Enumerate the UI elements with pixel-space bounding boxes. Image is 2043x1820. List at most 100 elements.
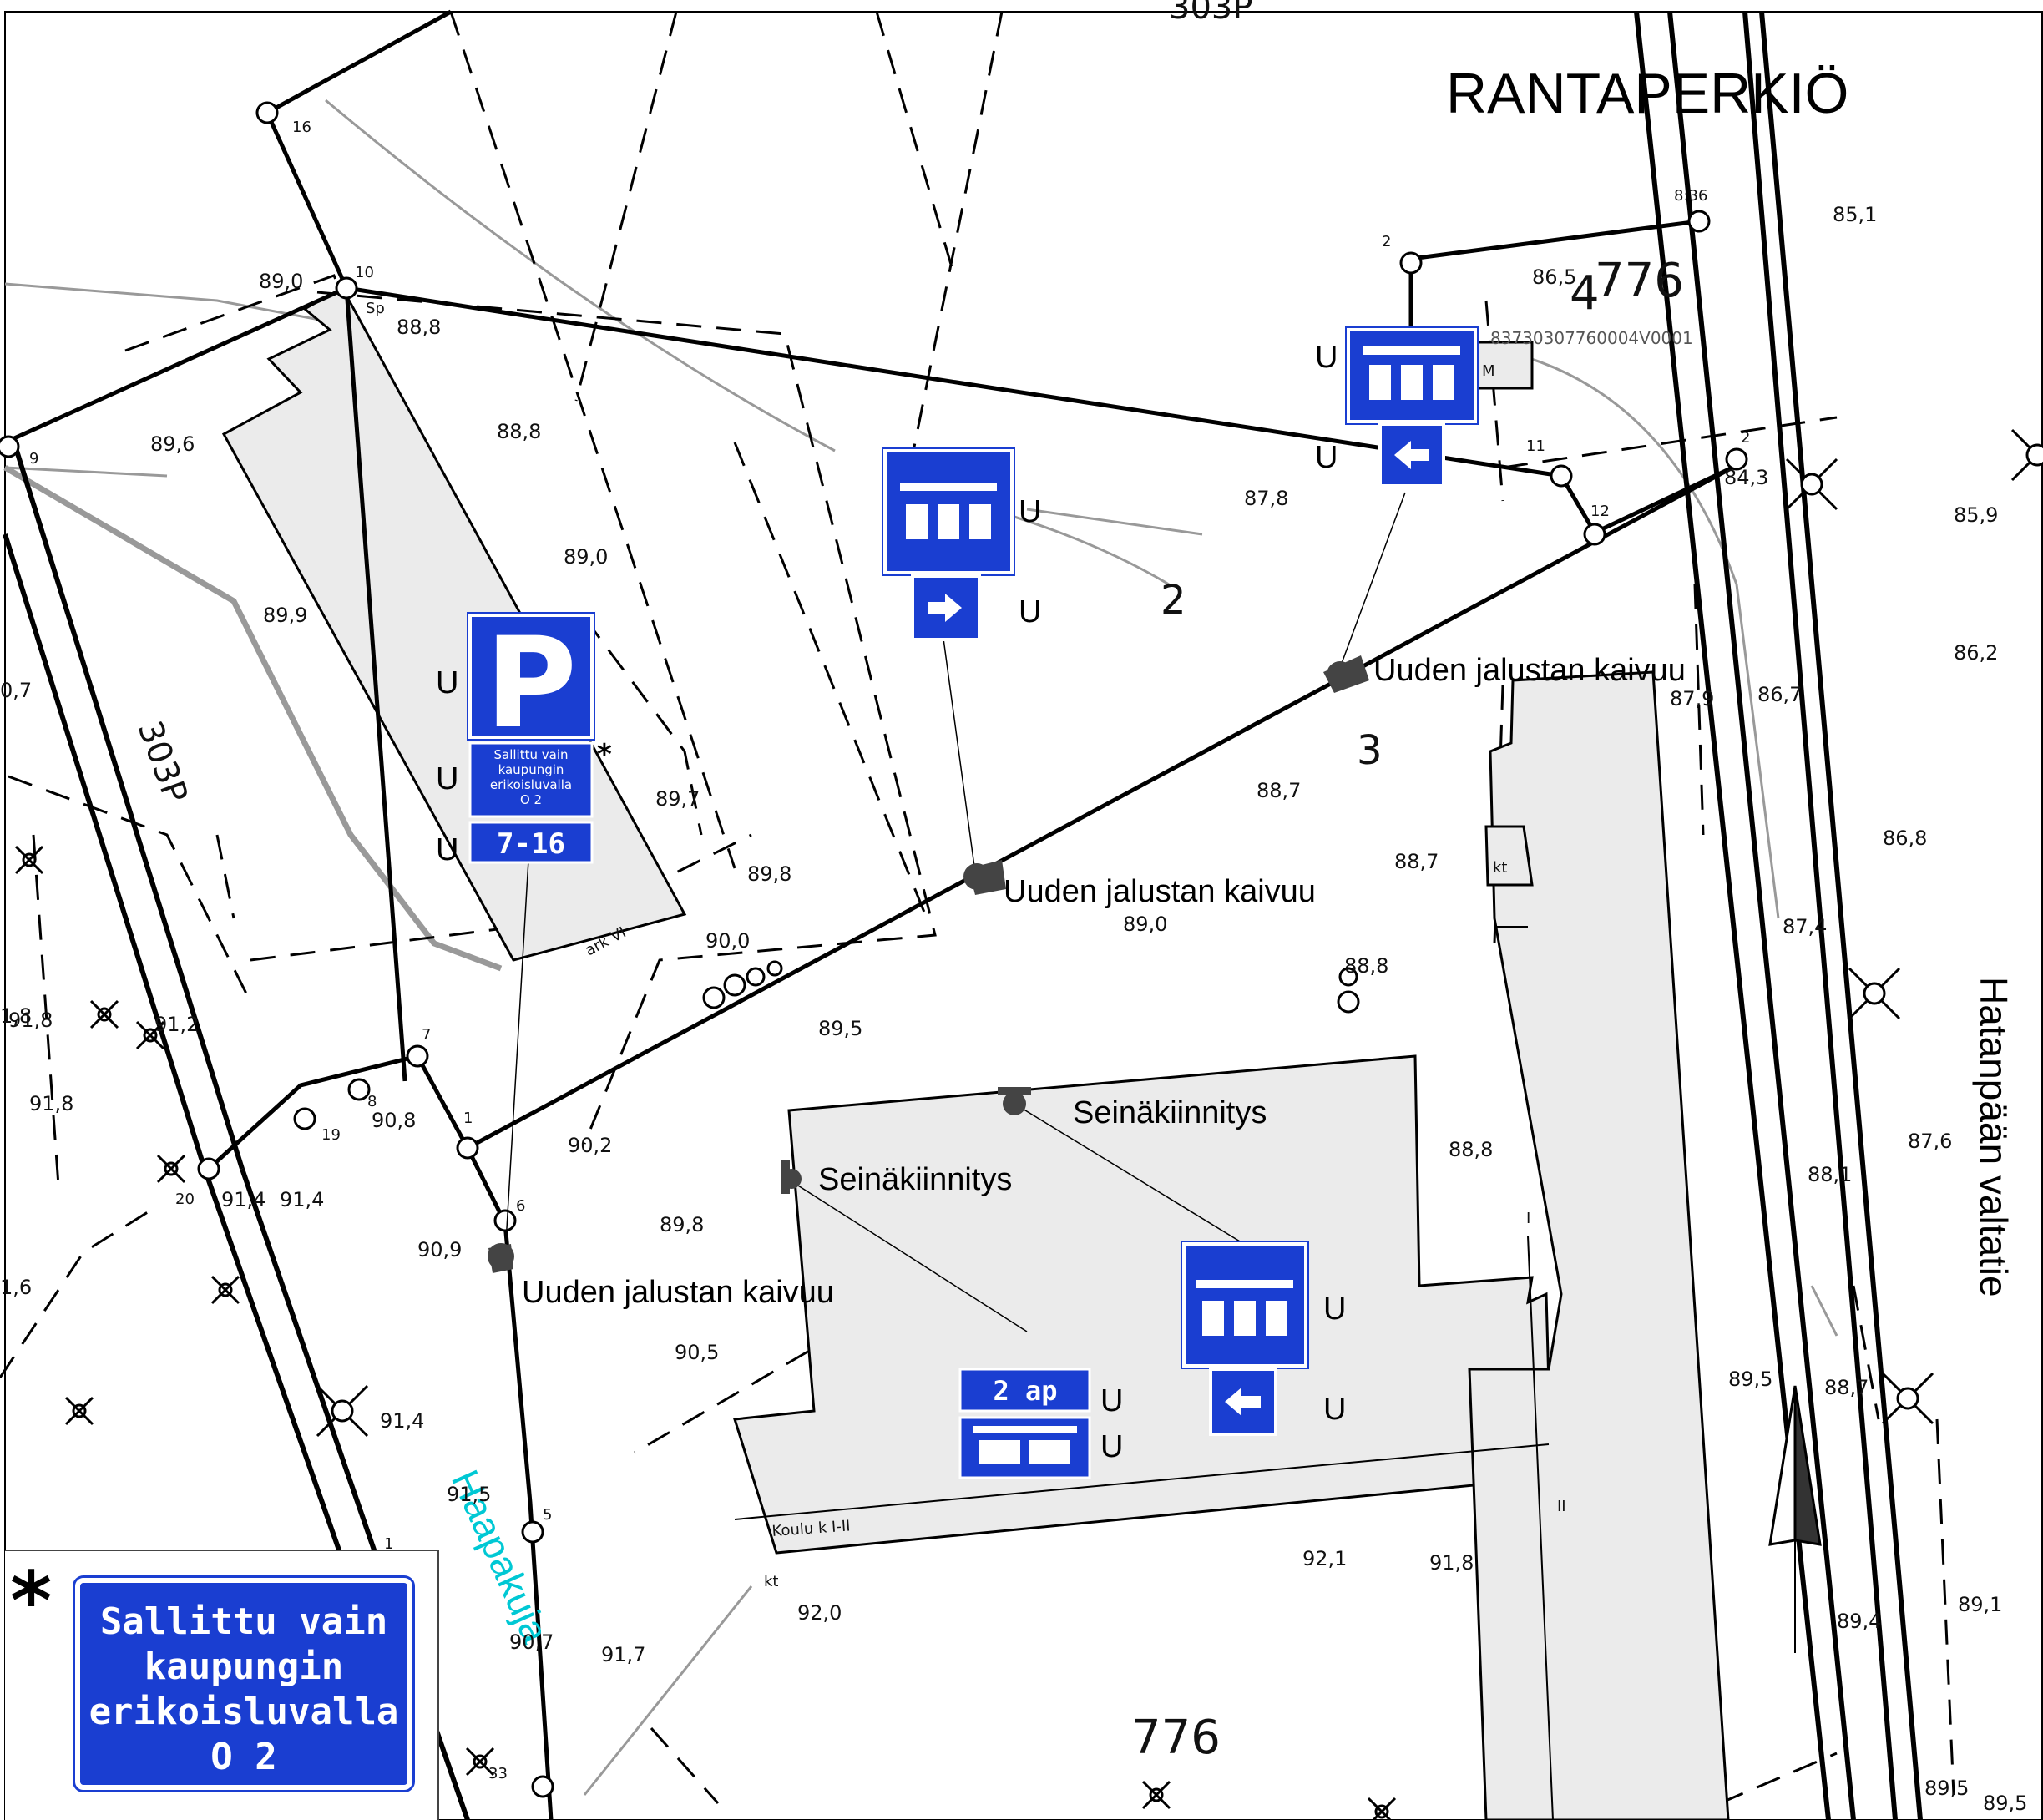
svg-text:1: 1	[463, 1110, 473, 1127]
svg-text:10: 10	[355, 264, 374, 281]
svg-text:12: 12	[1590, 503, 1610, 520]
svg-text:86,2: 86,2	[1954, 641, 1998, 665]
svg-text:88,7: 88,7	[1394, 850, 1439, 873]
bus-stop-sign-icon	[958, 1416, 1091, 1479]
annotations: Uuden jalustan kaivuu Uuden jalustan kai…	[522, 653, 1686, 1310]
plot-number: 3	[1357, 727, 1383, 774]
parking-count-sign: 2 ap	[958, 1368, 1091, 1413]
svg-text:U: U	[436, 832, 458, 867]
svg-text:7: 7	[422, 1026, 431, 1044]
map-frame	[4, 11, 2043, 1820]
svg-text:86,5: 86,5	[1532, 265, 1576, 289]
svg-text:91,2: 91,2	[154, 1013, 199, 1036]
svg-text:U: U	[1100, 1383, 1123, 1418]
svg-text:kt: kt	[764, 1573, 778, 1590]
svg-text:16: 16	[292, 119, 311, 136]
svg-text:kaupungin: kaupungin	[498, 762, 564, 777]
svg-text:8:36: 8:36	[1674, 187, 1707, 205]
parking-sub-sign: Sallittu vain kaupungin erikoisluvalla O…	[468, 741, 594, 818]
asterisk-mark: *	[597, 738, 612, 771]
plot-number: 4	[1570, 266, 1600, 321]
svg-text:91,5: 91,5	[447, 1483, 491, 1506]
legend-line: O 2	[210, 1736, 277, 1778]
property-id: 83730307760004V0001	[1490, 328, 1693, 348]
svg-text:87,8: 87,8	[1244, 487, 1288, 510]
legend-asterisk: *	[10, 1555, 53, 1648]
svg-text:1: 1	[384, 1535, 393, 1553]
svg-text:8: 8	[367, 1093, 377, 1110]
street-label-hatanpaan: Hatanpään valtatie	[1972, 977, 2015, 1297]
svg-text:6: 6	[516, 1197, 525, 1215]
svg-text:91,7: 91,7	[601, 1643, 645, 1666]
svg-text:90,8: 90,8	[372, 1109, 416, 1132]
u-symbols: U U U U U U U U U U U	[436, 340, 1346, 1464]
svg-text:U: U	[436, 665, 458, 700]
svg-text:U: U	[1315, 340, 1338, 375]
svg-text:90,0: 90,0	[705, 929, 750, 953]
svg-text:89,4: 89,4	[1837, 1610, 1881, 1633]
legend-line: erikoisluvalla	[88, 1691, 399, 1733]
svg-text:91,8: 91,8	[8, 1009, 53, 1032]
svg-text:89,5: 89,5	[818, 1017, 862, 1040]
svg-text:U: U	[1100, 1429, 1123, 1464]
annotation-excavation: Uuden jalustan kaivuu	[1004, 874, 1316, 909]
svg-text:Sp: Sp	[366, 300, 385, 317]
svg-text:90,2: 90,2	[568, 1134, 612, 1157]
svg-text:2: 2	[1741, 429, 1750, 447]
bus-stop-sign-icon	[1345, 326, 1479, 425]
svg-text:89,0: 89,0	[564, 545, 608, 569]
svg-text:87,9: 87,9	[1670, 687, 1714, 710]
svg-text:88,8: 88,8	[397, 316, 441, 339]
svg-text:U: U	[1323, 1292, 1346, 1327]
block-number: 776	[1131, 1711, 1221, 1765]
svg-text:7-16: 7-16	[497, 827, 565, 861]
arrow-left-icon	[1378, 422, 1445, 488]
building-details	[734, 926, 1554, 1820]
svg-text:87,6: 87,6	[1908, 1130, 1952, 1153]
svg-text:0,7: 0,7	[0, 679, 32, 702]
svg-text:89,6: 89,6	[150, 432, 195, 456]
road-code-top: 303P	[1169, 0, 1252, 27]
legend-sign: Sallittu vain kaupungin erikoisluvalla O…	[73, 1575, 415, 1792]
svg-text:89,0: 89,0	[1123, 913, 1167, 936]
svg-text:kt: kt	[1493, 859, 1507, 877]
svg-text:2: 2	[1382, 233, 1391, 250]
svg-text:90,7: 90,7	[509, 1630, 554, 1654]
thick-contour	[3, 464, 503, 972]
svg-text:88,8: 88,8	[1344, 954, 1388, 978]
svg-text:89,9: 89,9	[263, 604, 307, 627]
legend-line: kaupungin	[144, 1646, 344, 1688]
svg-text:88,8: 88,8	[1449, 1138, 1493, 1161]
svg-text:9: 9	[29, 450, 38, 468]
svg-text:O 2: O 2	[520, 792, 542, 807]
svg-text:90,5: 90,5	[675, 1341, 719, 1364]
svg-text:erikoisluvalla: erikoisluvalla	[490, 777, 572, 792]
leader-lines	[504, 492, 1406, 1332]
svg-text:P: P	[485, 611, 577, 756]
svg-text:91,8: 91,8	[1429, 1551, 1474, 1575]
svg-text:U: U	[436, 761, 458, 796]
svg-text:92,0: 92,0	[797, 1601, 842, 1625]
svg-text:33: 33	[488, 1765, 508, 1782]
svg-text:89,5: 89,5	[1983, 1792, 2027, 1815]
elevations: 89,0 88,8 89,6 88,8 89,0 89,9 89,7 89,8 …	[0, 203, 2027, 1815]
district-label: RANTAPERKIÖ	[1446, 62, 1848, 125]
point-ids: 16 10 9 2 11 12 2 8:36 7 8 19 20 1 6 5 1…	[29, 119, 1750, 1782]
svg-text:86,7: 86,7	[1757, 683, 1802, 706]
svg-text:U: U	[1019, 494, 1041, 529]
building-east	[1468, 670, 1730, 1820]
svg-text:U: U	[1315, 440, 1338, 475]
arrow-right-icon	[911, 574, 981, 641]
annotation-excavation: Uuden jalustan kaivuu	[1373, 653, 1686, 688]
annotation-wall-mount: Seinäkiinnitys	[818, 1162, 1012, 1197]
svg-text:89,5: 89,5	[1924, 1777, 1969, 1800]
svg-text:5: 5	[543, 1506, 552, 1524]
plot-number: 2	[1161, 577, 1186, 624]
bus-stop-sign-icon	[882, 447, 1015, 576]
svg-text:19: 19	[321, 1126, 341, 1144]
svg-text:1,8: 1,8	[0, 1004, 32, 1028]
svg-text:89,1: 89,1	[1958, 1593, 2002, 1616]
svg-text:89,7: 89,7	[655, 787, 700, 811]
road-code: 303P	[130, 716, 195, 808]
